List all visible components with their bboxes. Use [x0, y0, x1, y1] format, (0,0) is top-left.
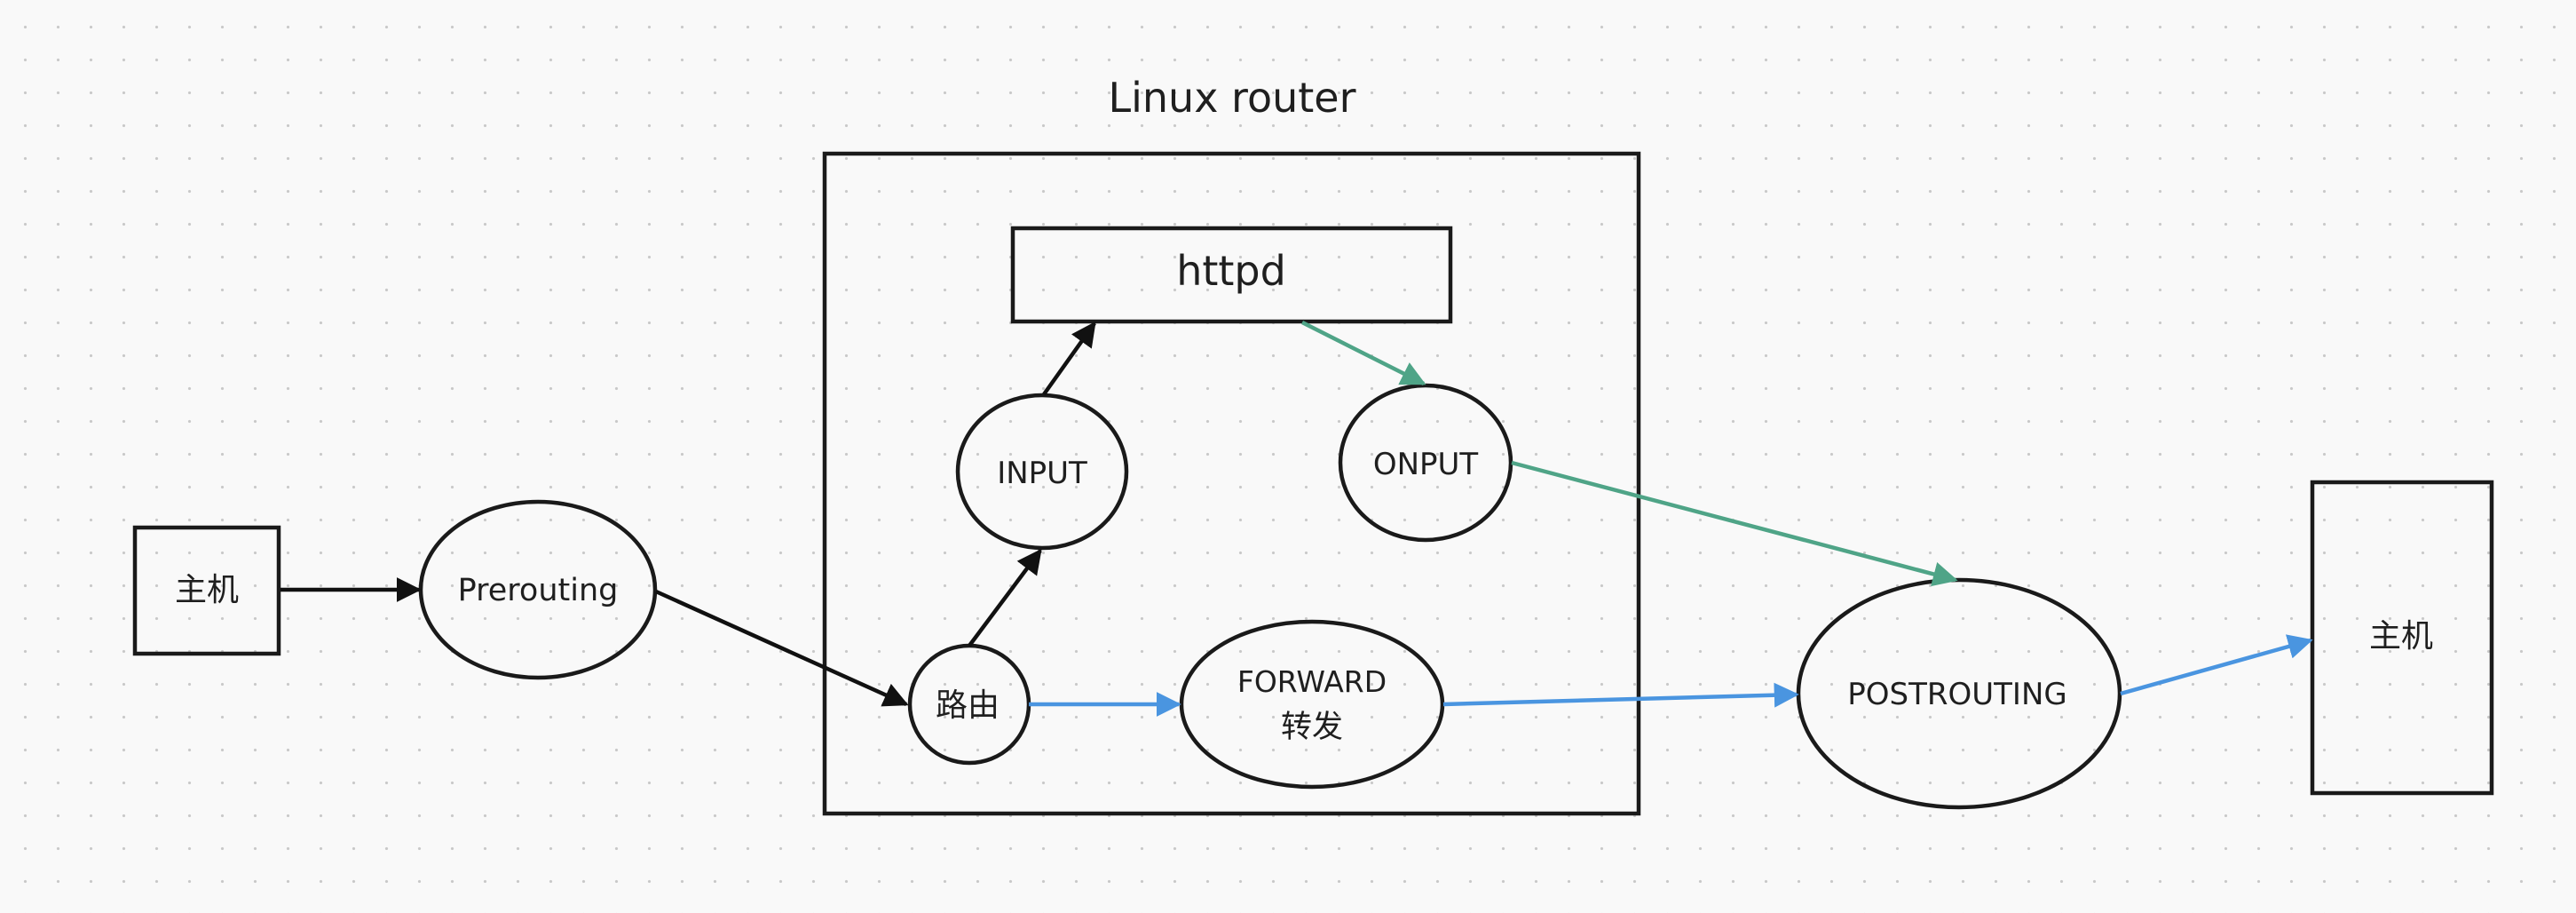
input-node [955, 393, 1129, 551]
httpd-label: httpd [1176, 247, 1286, 295]
diagram-title: Linux router [1108, 74, 1355, 122]
forward-label-line1: FORWARD [1237, 664, 1387, 699]
output-label: ONPUT [1373, 447, 1479, 482]
httpd-box [1010, 226, 1453, 324]
host-left-box [132, 525, 281, 656]
arrow-input-to-httpd [1042, 321, 1096, 396]
host-left-label: 主机 [175, 572, 239, 608]
arrow-forward-to-postrouting [1442, 682, 1799, 708]
forward-node [1179, 619, 1445, 790]
arrow-httpd-to-output [1300, 320, 1426, 386]
forward-label-line2: 转发 [1281, 710, 1343, 745]
input-label: INPUT [997, 456, 1087, 491]
linux-router-box [822, 151, 1641, 816]
arrow-prerouting-to-routing [655, 589, 909, 707]
host-right-label: 主机 [2369, 618, 2433, 655]
arrow-output-to-postrouting [1511, 460, 1958, 587]
arrow-routing-to-input [968, 548, 1042, 647]
arrow-postrouting-to-host [2120, 634, 2313, 696]
prerouting-label: Prerouting [458, 573, 619, 608]
postrouting-label: POSTROUTING [1847, 677, 2066, 712]
routing-label: 路由 [936, 687, 1000, 724]
output-node [1338, 383, 1513, 543]
